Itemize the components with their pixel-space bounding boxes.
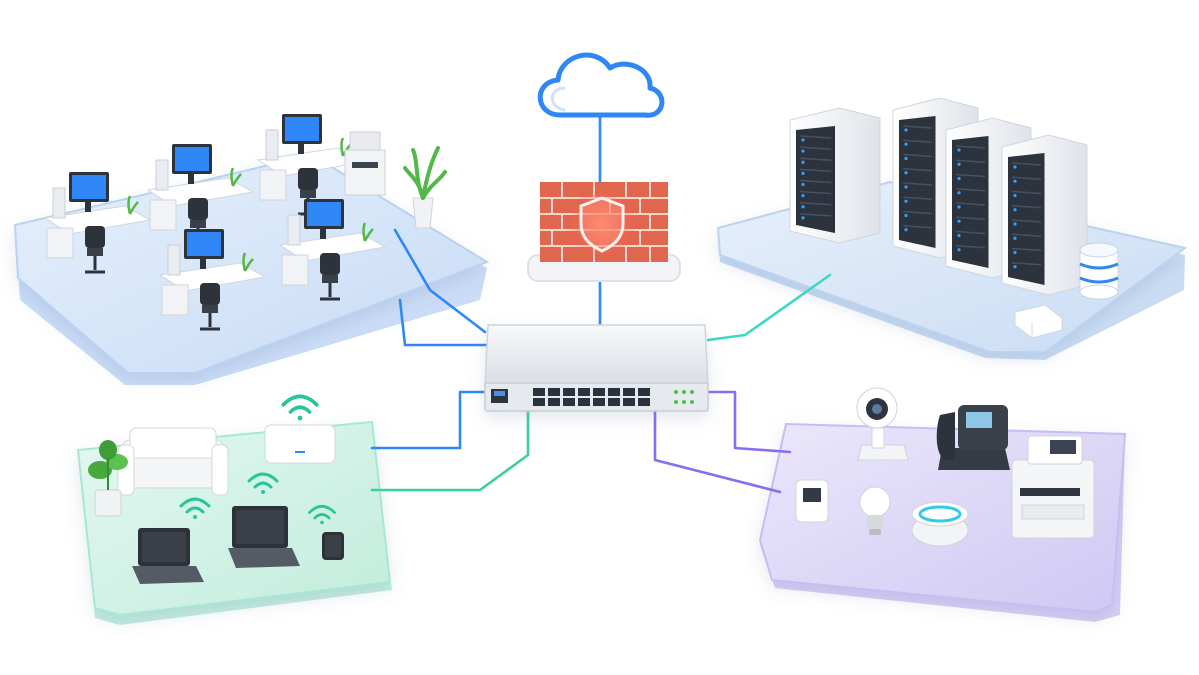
smartphone-icon <box>322 532 344 560</box>
status-led <box>690 390 694 394</box>
firewall-icon <box>527 182 681 282</box>
multifunction-printer-icon <box>1011 435 1095 539</box>
server-rack <box>789 107 881 244</box>
status-led <box>674 400 678 404</box>
link-hub-iot-2 <box>706 390 792 454</box>
office-printer <box>344 131 386 196</box>
links <box>370 116 832 494</box>
laptop-icon-2 <box>228 506 300 568</box>
network-switch <box>484 324 709 412</box>
switch-status-leds <box>674 390 694 404</box>
thermostat-icon <box>795 479 829 523</box>
link-hub-office-2 <box>393 228 487 334</box>
switch-port <box>533 398 545 406</box>
wifi-icon <box>247 472 279 494</box>
server-rack <box>1001 134 1088 296</box>
workstation <box>43 172 152 274</box>
wireless-access-point <box>264 424 336 464</box>
laptop-icon <box>132 528 204 584</box>
switch-port <box>593 398 605 406</box>
wifi-icon <box>308 504 336 525</box>
switch-port <box>563 388 575 396</box>
smart-bulb-icon <box>859 486 891 535</box>
switch-port <box>578 398 590 406</box>
switch-port <box>623 388 635 396</box>
status-led <box>682 390 686 394</box>
wifi-signals <box>151 394 336 554</box>
switch-port <box>563 398 575 406</box>
link-hub-datacenter <box>706 273 832 342</box>
database-icon <box>1079 242 1119 300</box>
switch-port <box>578 388 590 396</box>
switch-port <box>623 398 635 406</box>
shield-icon <box>579 196 625 253</box>
status-led <box>674 390 678 394</box>
voip-phone-icon <box>936 405 1010 470</box>
status-led <box>682 400 686 404</box>
switch-port <box>593 388 605 396</box>
mini-hub-icon <box>1014 304 1063 339</box>
potted-plant-icon-2 <box>88 440 128 517</box>
workstation <box>146 144 255 246</box>
security-camera-icon <box>856 387 909 461</box>
switch-port <box>638 388 650 396</box>
workstation <box>158 229 267 331</box>
sofa-icon <box>117 427 229 496</box>
wifi-icon <box>281 394 319 421</box>
switch-port <box>548 388 560 396</box>
link-hub-office <box>398 298 490 347</box>
link-hub-iot <box>653 406 782 494</box>
switch-port <box>638 398 650 406</box>
switch-port <box>608 388 620 396</box>
link-hub-wireless-2 <box>370 406 530 492</box>
server-racks <box>789 97 1088 296</box>
potted-plant-icon <box>403 146 447 229</box>
switch-port <box>533 388 545 396</box>
switch-port <box>608 398 620 406</box>
wifi-icon <box>179 497 211 519</box>
link-hub-wireless <box>370 390 490 450</box>
smart-speaker-icon <box>911 501 969 547</box>
workstation <box>278 199 387 301</box>
cloud-icon <box>537 52 665 118</box>
status-led <box>690 400 694 404</box>
switch-ports <box>533 388 650 406</box>
office-workstations <box>43 114 387 331</box>
switch-port <box>548 398 560 406</box>
